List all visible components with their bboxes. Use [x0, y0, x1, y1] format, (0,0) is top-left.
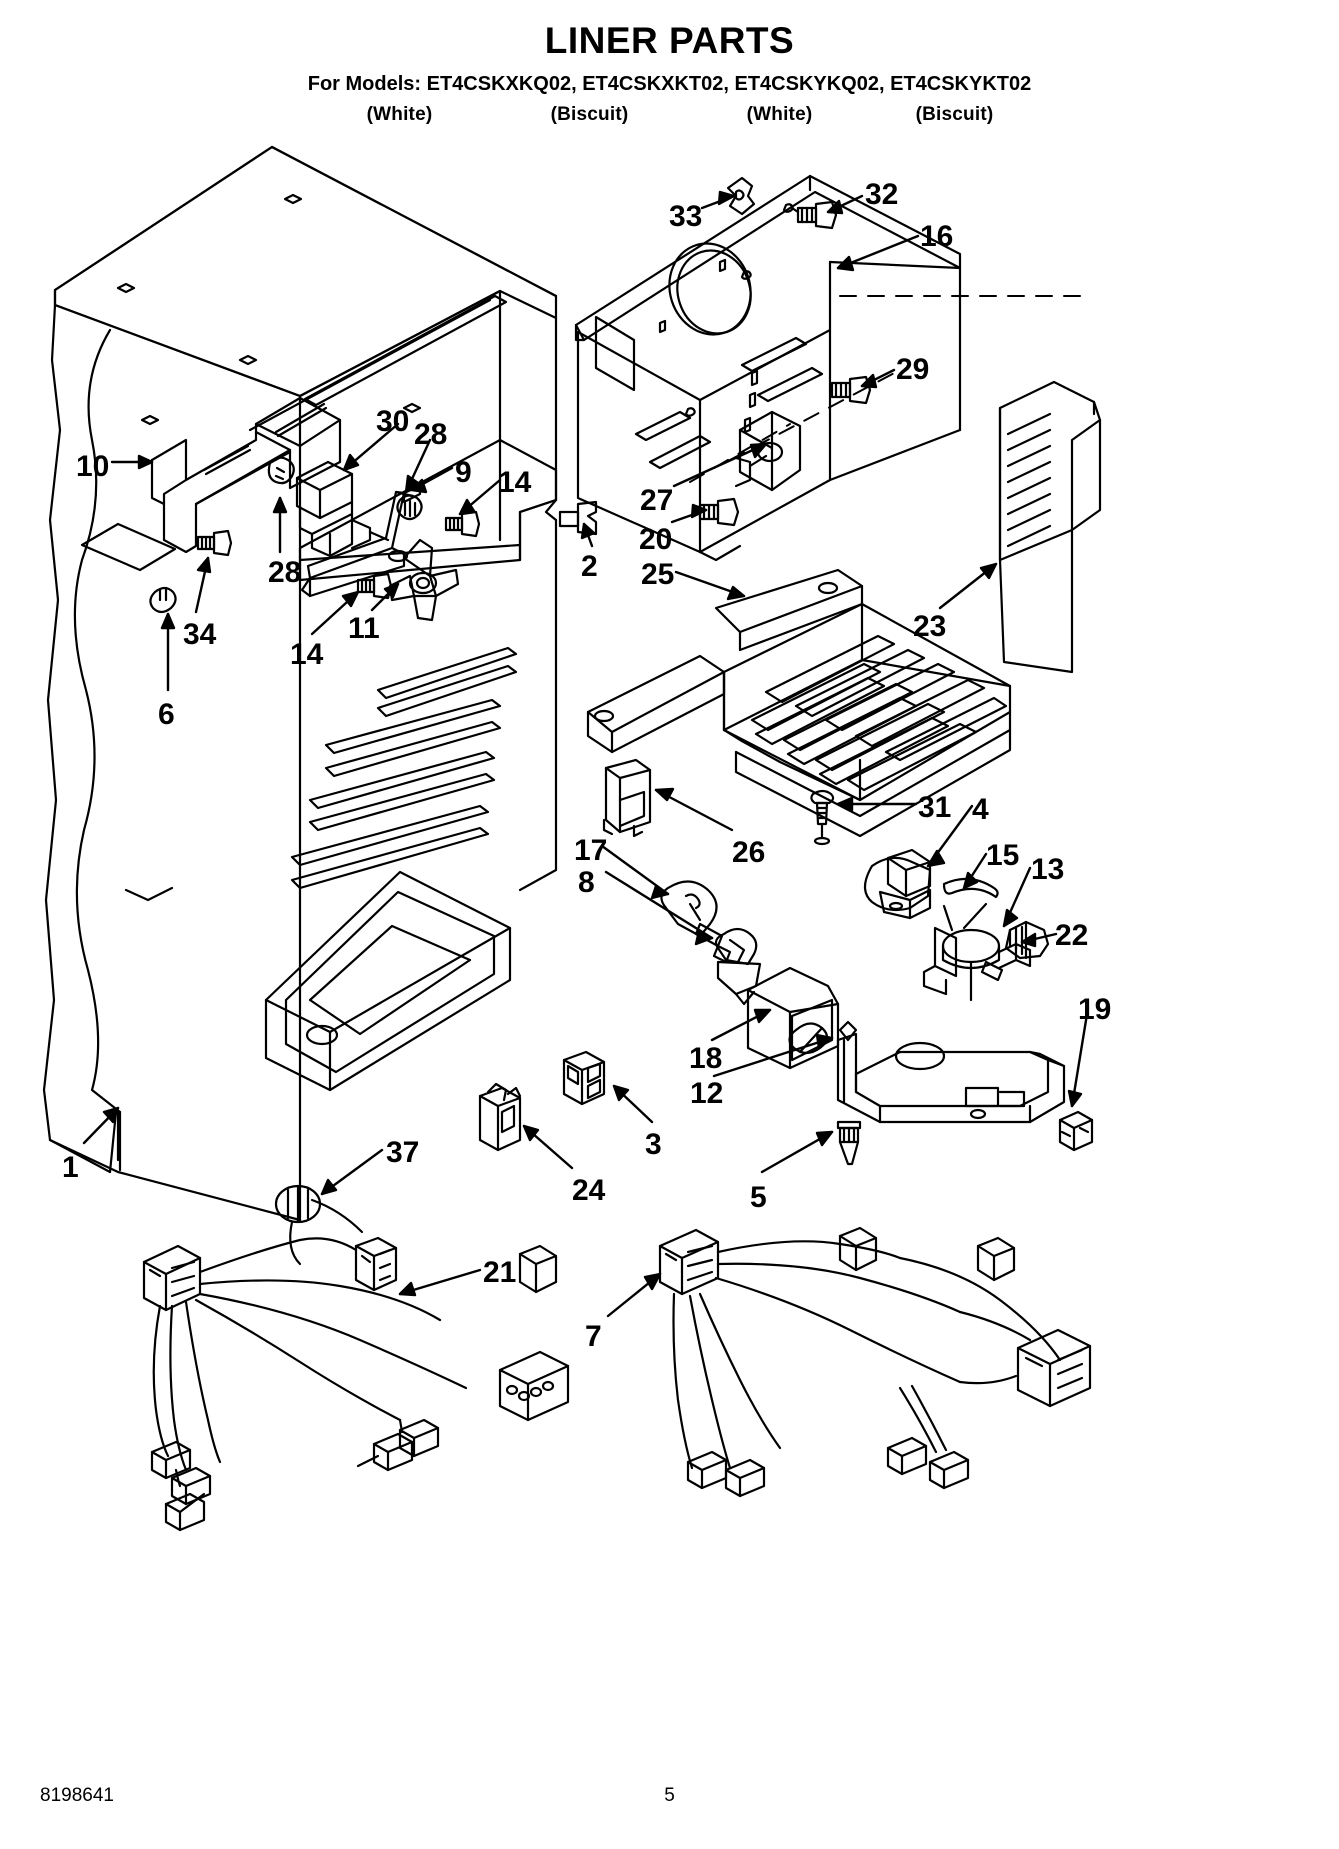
page-header: LINER PARTS For Models: ET4CSKXKQ02, ET4… — [0, 20, 1339, 126]
callout-23[interactable]: 23 — [913, 610, 947, 643]
cabinet-liner-shell — [42, 145, 558, 1222]
callout-17[interactable]: 17 — [574, 834, 608, 867]
callout-18[interactable]: 18 — [689, 1042, 723, 1075]
callout-32[interactable]: 32 — [865, 178, 899, 211]
tray-12 — [836, 1020, 1066, 1124]
cap-4 — [863, 848, 932, 920]
light-socket-and-lamp — [660, 880, 840, 1070]
page-footer: 8198641 5 — [0, 1785, 1339, 1811]
screw-20 — [698, 497, 740, 527]
wire-harness-left — [142, 1198, 570, 1532]
screw-5 — [836, 1120, 862, 1166]
callout-34[interactable]: 34 — [183, 618, 217, 651]
grommet-37 — [274, 1184, 322, 1224]
connector-19 — [1058, 1110, 1094, 1152]
model-color-1: (White) — [366, 103, 433, 125]
callout-7[interactable]: 7 — [585, 1320, 602, 1353]
footer-part-number: 8198641 — [40, 1785, 114, 1806]
screw-14a — [444, 510, 481, 538]
callout-33[interactable]: 33 — [669, 200, 703, 233]
rear-air-duct-panel — [558, 174, 1081, 562]
grommet-6 — [149, 586, 177, 614]
model-color-2: (Biscuit) — [550, 103, 629, 125]
model-list: For Models: ET4CSKXKQ02, ET4CSKXKT02, ET… — [307, 72, 1032, 95]
model-color-3: (White) — [746, 103, 813, 125]
callout-4[interactable]: 4 — [972, 793, 989, 826]
callout-6[interactable]: 6 — [158, 698, 175, 731]
callout-14-lower[interactable]: 14 — [290, 638, 324, 671]
callout-25[interactable]: 25 — [641, 558, 675, 591]
housing-26 — [602, 758, 652, 838]
push-pin-31 — [810, 789, 835, 846]
callout-1[interactable]: 1 — [62, 1151, 79, 1184]
leader-lines — [82, 190, 1090, 1318]
callout-16[interactable]: 16 — [920, 220, 954, 253]
page-title: LINER PARTS — [544, 20, 795, 61]
callout-13[interactable]: 13 — [1031, 853, 1065, 886]
callout-28-lower[interactable]: 28 — [268, 556, 302, 589]
clip-28 — [267, 456, 295, 485]
callout-27[interactable]: 27 — [640, 484, 674, 517]
callout-22[interactable]: 22 — [1055, 919, 1089, 952]
connector-24 — [478, 1082, 522, 1152]
fan-motor-30 — [295, 460, 390, 558]
screw-34 — [196, 529, 233, 557]
clip-33 — [726, 176, 756, 216]
callout-5[interactable]: 5 — [750, 1181, 767, 1214]
evaporator-fan-assembly — [149, 396, 481, 622]
callout-14[interactable]: 14 — [498, 466, 532, 499]
callout-21[interactable]: 21 — [483, 1256, 517, 1289]
callout-8[interactable]: 8 — [578, 866, 595, 899]
connector-3 — [562, 1050, 606, 1106]
spring-clip-15 — [942, 877, 999, 899]
socket-8 — [714, 927, 762, 1006]
thermostat-control-assembly — [274, 848, 1094, 1224]
callout-28[interactable]: 28 — [414, 418, 448, 451]
model-colors: (White) (Biscuit) (White) (Biscuit) — [0, 104, 1339, 126]
plug-2 — [558, 500, 598, 536]
callout-2[interactable]: 2 — [581, 550, 598, 583]
callout-30[interactable]: 30 — [376, 405, 410, 438]
callout-10[interactable]: 10 — [76, 450, 110, 483]
callout-29[interactable]: 29 — [896, 353, 930, 386]
wire-harness-right — [658, 1226, 1092, 1498]
footer-page-number: 5 — [664, 1785, 675, 1806]
callout-15[interactable]: 15 — [986, 839, 1020, 872]
callout-9[interactable]: 9 — [455, 456, 472, 489]
callout-20[interactable]: 20 — [639, 523, 673, 556]
callout-3[interactable]: 3 — [645, 1128, 662, 1161]
freezer-floor-grille — [586, 380, 1102, 846]
screw-32 — [782, 200, 838, 230]
callout-11[interactable]: 11 — [348, 612, 380, 645]
model-color-4: (Biscuit) — [915, 103, 994, 125]
callout-31[interactable]: 31 — [918, 791, 952, 824]
callout-24[interactable]: 24 — [572, 1174, 606, 1207]
callout-12[interactable]: 12 — [690, 1077, 724, 1110]
callout-19[interactable]: 19 — [1078, 993, 1112, 1026]
callout-26[interactable]: 26 — [732, 836, 766, 869]
screw-29 — [830, 375, 872, 405]
callout-37[interactable]: 37 — [386, 1136, 420, 1169]
